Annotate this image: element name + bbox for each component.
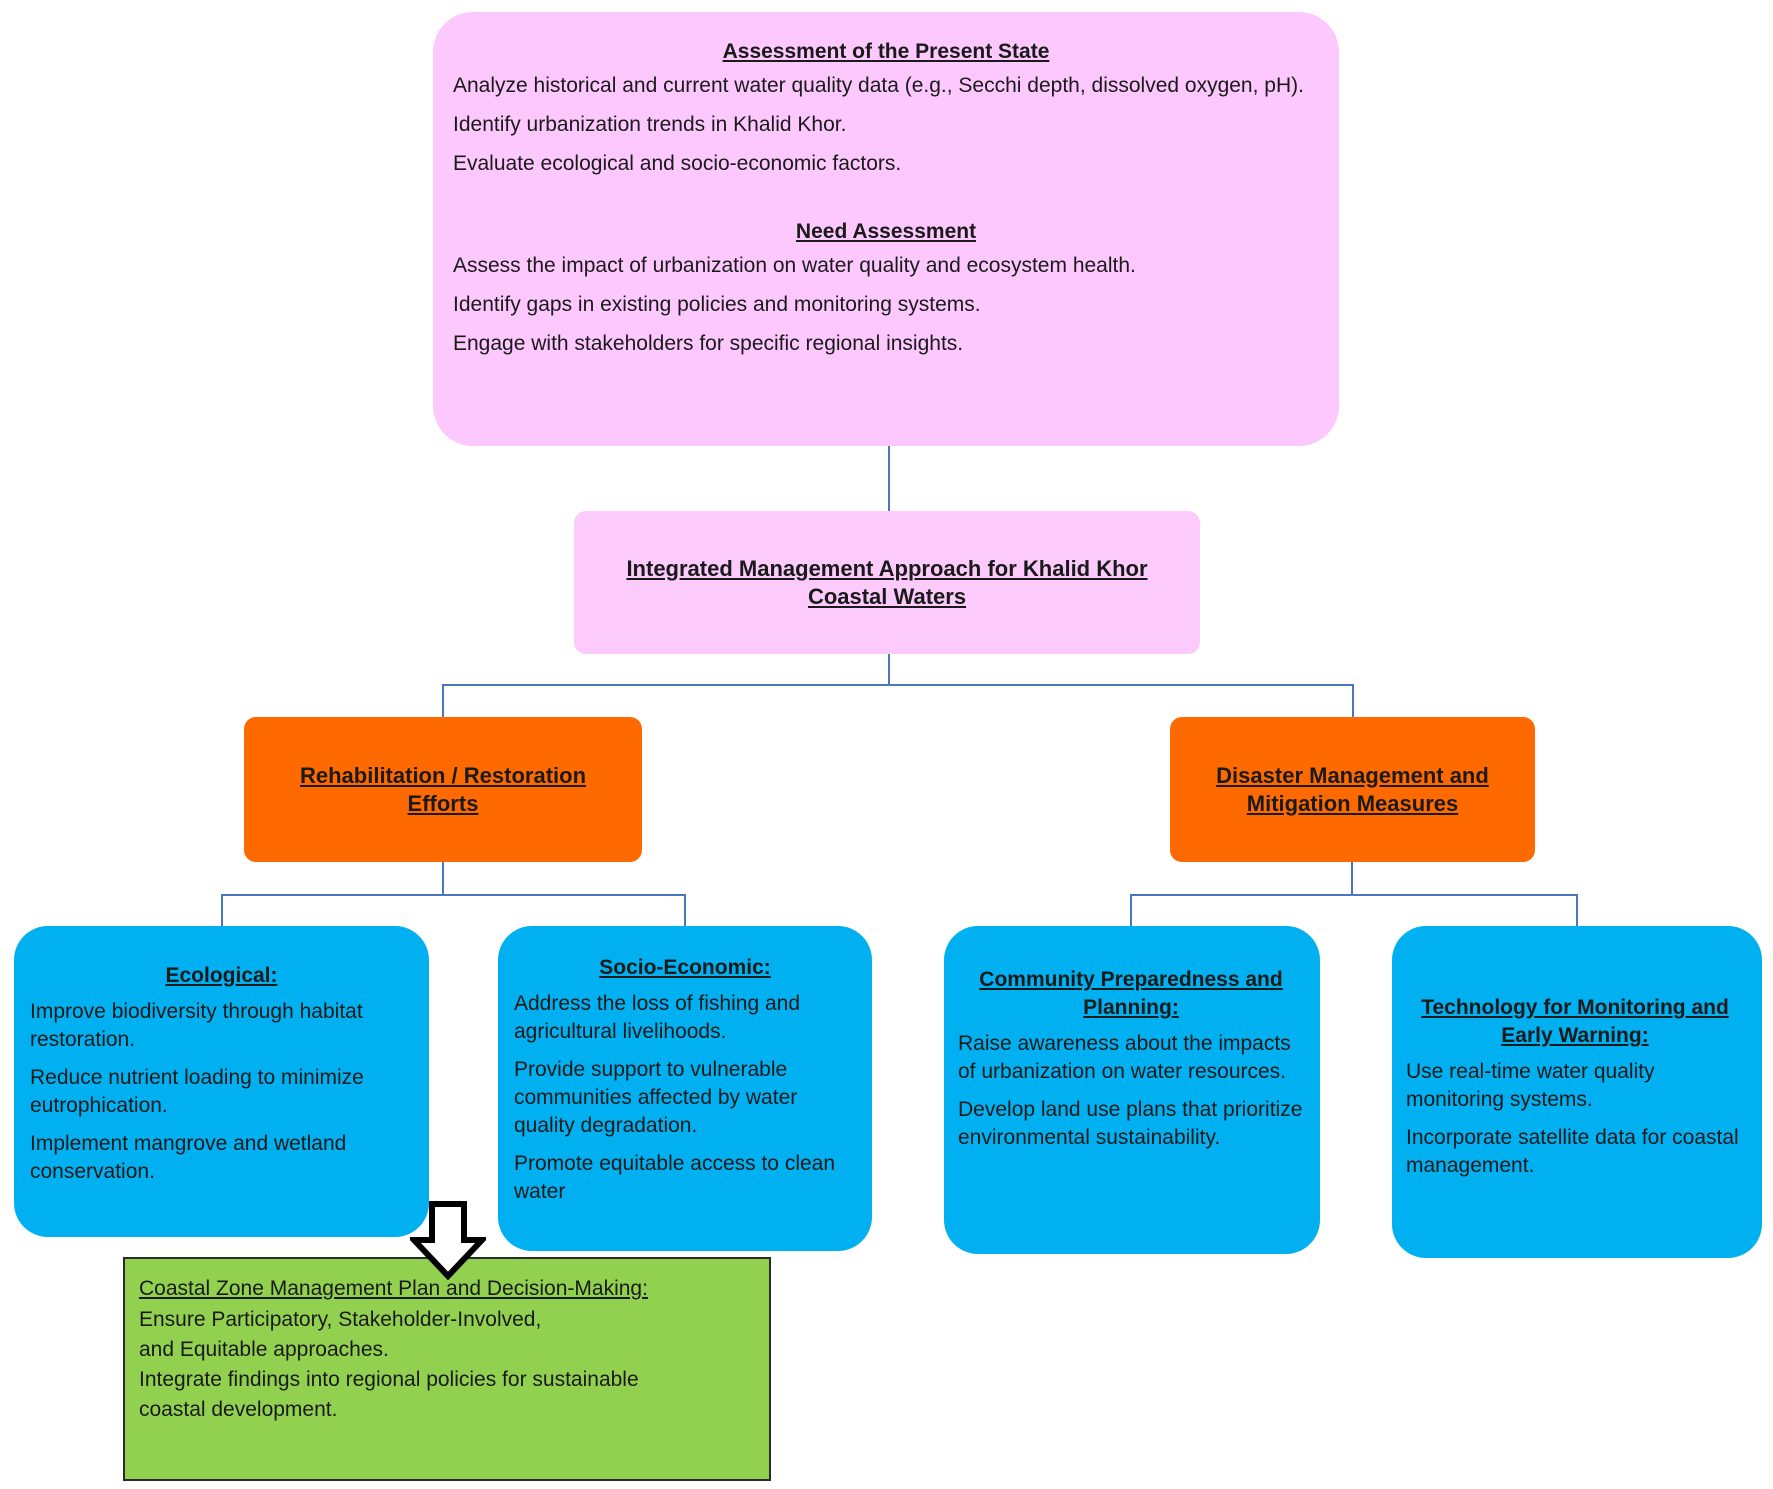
- need-assessment-item: Engage with stakeholders for specific re…: [453, 332, 964, 355]
- connector-rehab-horizontal: [221, 894, 686, 896]
- need-assessment-item: Identify gaps in existing policies and m…: [453, 293, 981, 316]
- connector-to-rehab: [442, 684, 444, 717]
- technology-title: Technology for Monitoring and Early Warn…: [1421, 996, 1729, 1047]
- ecological-title: Ecological:: [165, 964, 278, 987]
- present-state-title: Assessment of the Present State: [722, 40, 1050, 63]
- disaster-box: Disaster Management and Mitigation Measu…: [1170, 717, 1535, 862]
- socio-economic-item: Provide support to vulnerable communitie…: [514, 1058, 798, 1137]
- socio-economic-item: Address the loss of fishing and agricult…: [514, 992, 801, 1043]
- connector-to-ecological: [221, 894, 223, 926]
- community-title: Community Preparedness and Planning:: [979, 968, 1283, 1019]
- technology-box: Technology for Monitoring and Early Warn…: [1392, 926, 1762, 1258]
- coastal-zone-line: and Equitable approaches.: [139, 1338, 389, 1361]
- socio-economic-title: Socio-Economic:: [599, 956, 771, 979]
- community-box: Community Preparedness and Planning: Rai…: [944, 926, 1320, 1254]
- coastal-zone-box: Coastal Zone Management Plan and Decisio…: [123, 1257, 771, 1481]
- present-state-item: Evaluate ecological and socio-economic f…: [453, 152, 902, 175]
- assessment-box: Assessment of the Present State Analyze …: [433, 12, 1339, 446]
- connector-mid-horizontal: [442, 684, 1354, 686]
- community-item: Develop land use plans that prioritize e…: [958, 1098, 1303, 1149]
- connector-to-technology: [1576, 894, 1578, 926]
- integrated-approach-box: Integrated Management Approach for Khali…: [574, 511, 1200, 654]
- disaster-title: Disaster Management and Mitigation Measu…: [1216, 762, 1489, 816]
- need-assessment-title: Need Assessment: [795, 220, 977, 243]
- technology-item: Use real-time water quality monitoring s…: [1406, 1060, 1655, 1111]
- connector-to-disaster: [1352, 684, 1354, 717]
- down-arrow-icon: [410, 1201, 486, 1280]
- present-state-item: Analyze historical and current water qua…: [453, 74, 1304, 97]
- ecological-item: Implement mangrove and wetland conservat…: [30, 1132, 347, 1183]
- ecological-item: Improve biodiversity through habitat res…: [30, 1000, 363, 1051]
- rehabilitation-title: Rehabilitation / Restoration Efforts: [299, 762, 587, 816]
- connector-mid-down: [888, 654, 890, 684]
- connector-disaster-horizontal: [1130, 894, 1578, 896]
- coastal-zone-line: Integrate findings into regional policie…: [139, 1368, 639, 1391]
- present-state-item: Identify urbanization trends in Khalid K…: [453, 113, 847, 136]
- technology-item: Incorporate satellite data for coastal m…: [1406, 1126, 1739, 1177]
- socio-economic-item: Promote equitable access to clean water: [514, 1152, 836, 1203]
- ecological-item: Reduce nutrient loading to minimize eutr…: [30, 1066, 364, 1117]
- integrated-approach-title: Integrated Management Approach for Khali…: [626, 555, 1148, 609]
- coastal-zone-line: Ensure Participatory, Stakeholder-Involv…: [139, 1308, 542, 1331]
- connector-disaster-down: [1351, 862, 1353, 894]
- need-assessment-item: Assess the impact of urbanization on wat…: [453, 254, 1136, 277]
- coastal-zone-line: coastal development.: [139, 1398, 338, 1421]
- connector-to-community: [1130, 894, 1132, 926]
- rehabilitation-box: Rehabilitation / Restoration Efforts: [244, 717, 642, 862]
- connector-top-to-mid: [888, 446, 890, 511]
- coastal-zone-title: Coastal Zone Management Plan and Decisio…: [139, 1277, 648, 1300]
- community-item: Raise awareness about the impacts of urb…: [958, 1032, 1291, 1083]
- socio-economic-box: Socio-Economic: Address the loss of fish…: [498, 926, 872, 1251]
- connector-to-socio: [684, 894, 686, 926]
- ecological-box: Ecological: Improve biodiversity through…: [14, 926, 429, 1237]
- connector-rehab-down: [442, 862, 444, 894]
